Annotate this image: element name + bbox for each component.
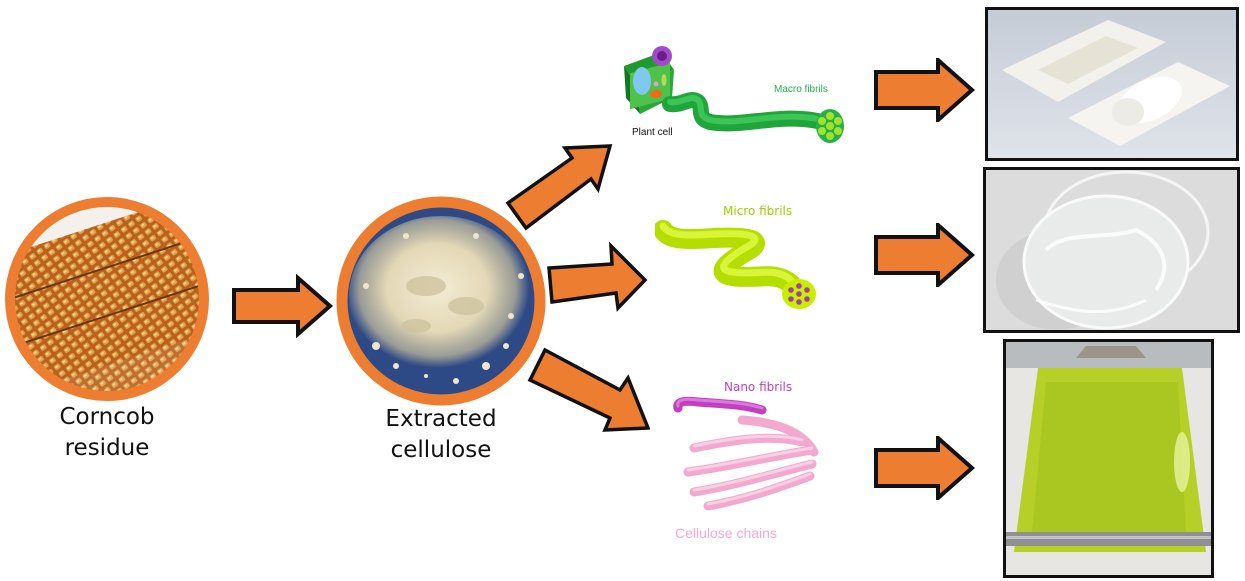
cellulose-powder-photo-icon [336,196,546,406]
arrow-right-icon [547,241,648,312]
nano-fibrils-label: Nano fibrils [724,380,793,394]
packaging-tray-photo-icon [1002,20,1230,146]
extracted-label-line2: cellulose [390,437,492,463]
nano-fibrils-illustration [673,396,819,511]
cast-film-photo-icon [1006,342,1211,552]
plant-cell-label: Plant cell [632,127,673,138]
extracted-cellulose-stage [336,196,546,406]
macro-fibrils-illustration [624,46,844,143]
micro-fibrils-illustration [655,220,816,309]
product-photo-transparent-film [983,167,1240,333]
arrow-up-right-icon [505,144,613,231]
arrow-right-icon [874,223,976,287]
branch-arrows [505,144,650,432]
arrow-right-icon [874,436,976,500]
extracted-cellulose-label: Extracted cellulose [334,404,548,466]
arrow-down-right-icon [527,347,650,432]
plant-cell-icon [624,46,674,114]
corncob-label-line1: Corncob [59,404,155,430]
extracted-label-line1: Extracted [385,406,497,432]
corncob-photo-icon [5,197,209,401]
corncob-stage [4,196,210,402]
product-photo-packaging-tray [985,7,1239,161]
arrow-right-icon [874,58,976,122]
product-photo-cast-film [1003,339,1214,578]
cellulose-chains-label: Cellulose chains [675,525,777,541]
arrow-right-icon [232,274,334,338]
micro-fibrils-label: Micro fibrils [723,204,793,218]
petri-dish-film-photo-icon [996,170,1210,330]
macro-fibrils-label: Macro fibrils [774,84,828,95]
corncob-label: Corncob residue [0,402,214,464]
corncob-label-line2: residue [64,435,150,461]
